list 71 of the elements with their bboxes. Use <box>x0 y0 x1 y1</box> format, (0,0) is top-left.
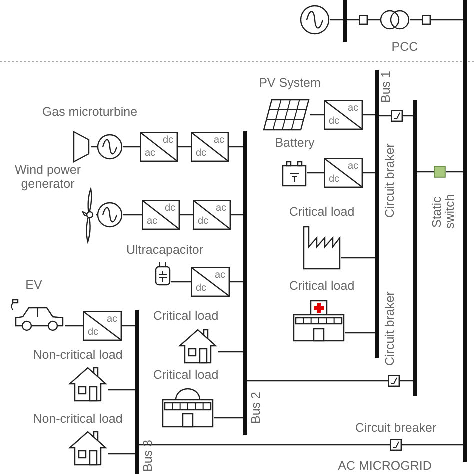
converter-label: ac <box>214 136 225 146</box>
component-label: Non-critical load <box>32 348 124 362</box>
wire-line <box>307 172 324 174</box>
breaker-label: Circuit braker <box>384 142 398 220</box>
wire-line <box>403 115 413 117</box>
bus-label: Bus 3 <box>142 439 156 474</box>
component-label: Battery <box>274 136 316 150</box>
wire-line <box>171 281 191 283</box>
component-label: Critical load <box>288 205 356 219</box>
wire-line <box>368 19 380 21</box>
pcc-label: PCC <box>390 40 420 54</box>
converter-label: dc <box>163 136 174 146</box>
wire-line <box>410 19 422 21</box>
wire-line <box>123 146 140 148</box>
converter-label: dc <box>165 204 176 214</box>
wire-line <box>231 214 243 216</box>
converter-label: ac <box>348 104 359 114</box>
wire-line <box>214 417 243 419</box>
converter-label: ac <box>216 204 227 214</box>
wire-line <box>218 351 243 353</box>
wire-line <box>400 380 413 382</box>
wire-line <box>108 389 135 391</box>
wire-line <box>96 214 97 216</box>
microgrid-label: AC MICROGRID <box>337 459 433 473</box>
wire-line <box>345 332 375 334</box>
wire-line <box>123 214 142 216</box>
component-label: Critical load <box>288 279 356 293</box>
wire-line <box>330 19 343 21</box>
wire-line <box>431 19 463 21</box>
wire-line <box>122 325 135 327</box>
converter-label: dc <box>198 217 209 227</box>
breaker-label: Circuit braker <box>384 290 398 368</box>
converter-label: dc <box>329 175 340 185</box>
converter-label: ac <box>145 149 156 159</box>
component-label: Gas microturbine <box>41 105 139 119</box>
switch-label: Static switch <box>431 194 458 232</box>
converter-label: dc <box>196 284 207 294</box>
wire-line <box>341 257 375 259</box>
wire-line <box>178 146 191 148</box>
wire-line <box>446 171 463 173</box>
converter-label: dc <box>88 328 99 338</box>
wire-line <box>247 380 388 382</box>
converter-label: ac <box>107 315 118 325</box>
wire-line <box>108 453 135 455</box>
component-label: Ultracapacitor <box>125 243 205 257</box>
converter-label: dc <box>196 149 207 159</box>
wire-line <box>363 114 375 116</box>
bus-label: Bus 2 <box>250 391 264 426</box>
wire-line <box>379 115 391 117</box>
wire-line <box>229 146 243 148</box>
converter-label: dc <box>329 117 340 127</box>
wire-line <box>139 444 390 446</box>
wire-line <box>347 19 359 21</box>
bus-label: Bus 1 <box>380 70 394 105</box>
component-label: Wind power generator <box>14 163 82 193</box>
component-label: Critical load <box>152 368 220 382</box>
component-label: Circuit breaker <box>354 421 438 435</box>
wire-line <box>230 281 243 283</box>
wire-line <box>417 171 434 173</box>
converter-label: ac <box>215 271 226 281</box>
converter-label: ac <box>348 162 359 172</box>
component-label: Critical load <box>152 309 220 323</box>
wire-line <box>180 214 193 216</box>
component-label: Non-critical load <box>32 412 124 426</box>
wire-line <box>363 172 375 174</box>
converter-label: ac <box>147 217 158 227</box>
component-label: PV System <box>258 76 322 90</box>
wire-line <box>310 114 324 116</box>
wire-line <box>402 444 463 446</box>
wire-line <box>65 325 83 327</box>
component-label: EV <box>24 278 44 292</box>
